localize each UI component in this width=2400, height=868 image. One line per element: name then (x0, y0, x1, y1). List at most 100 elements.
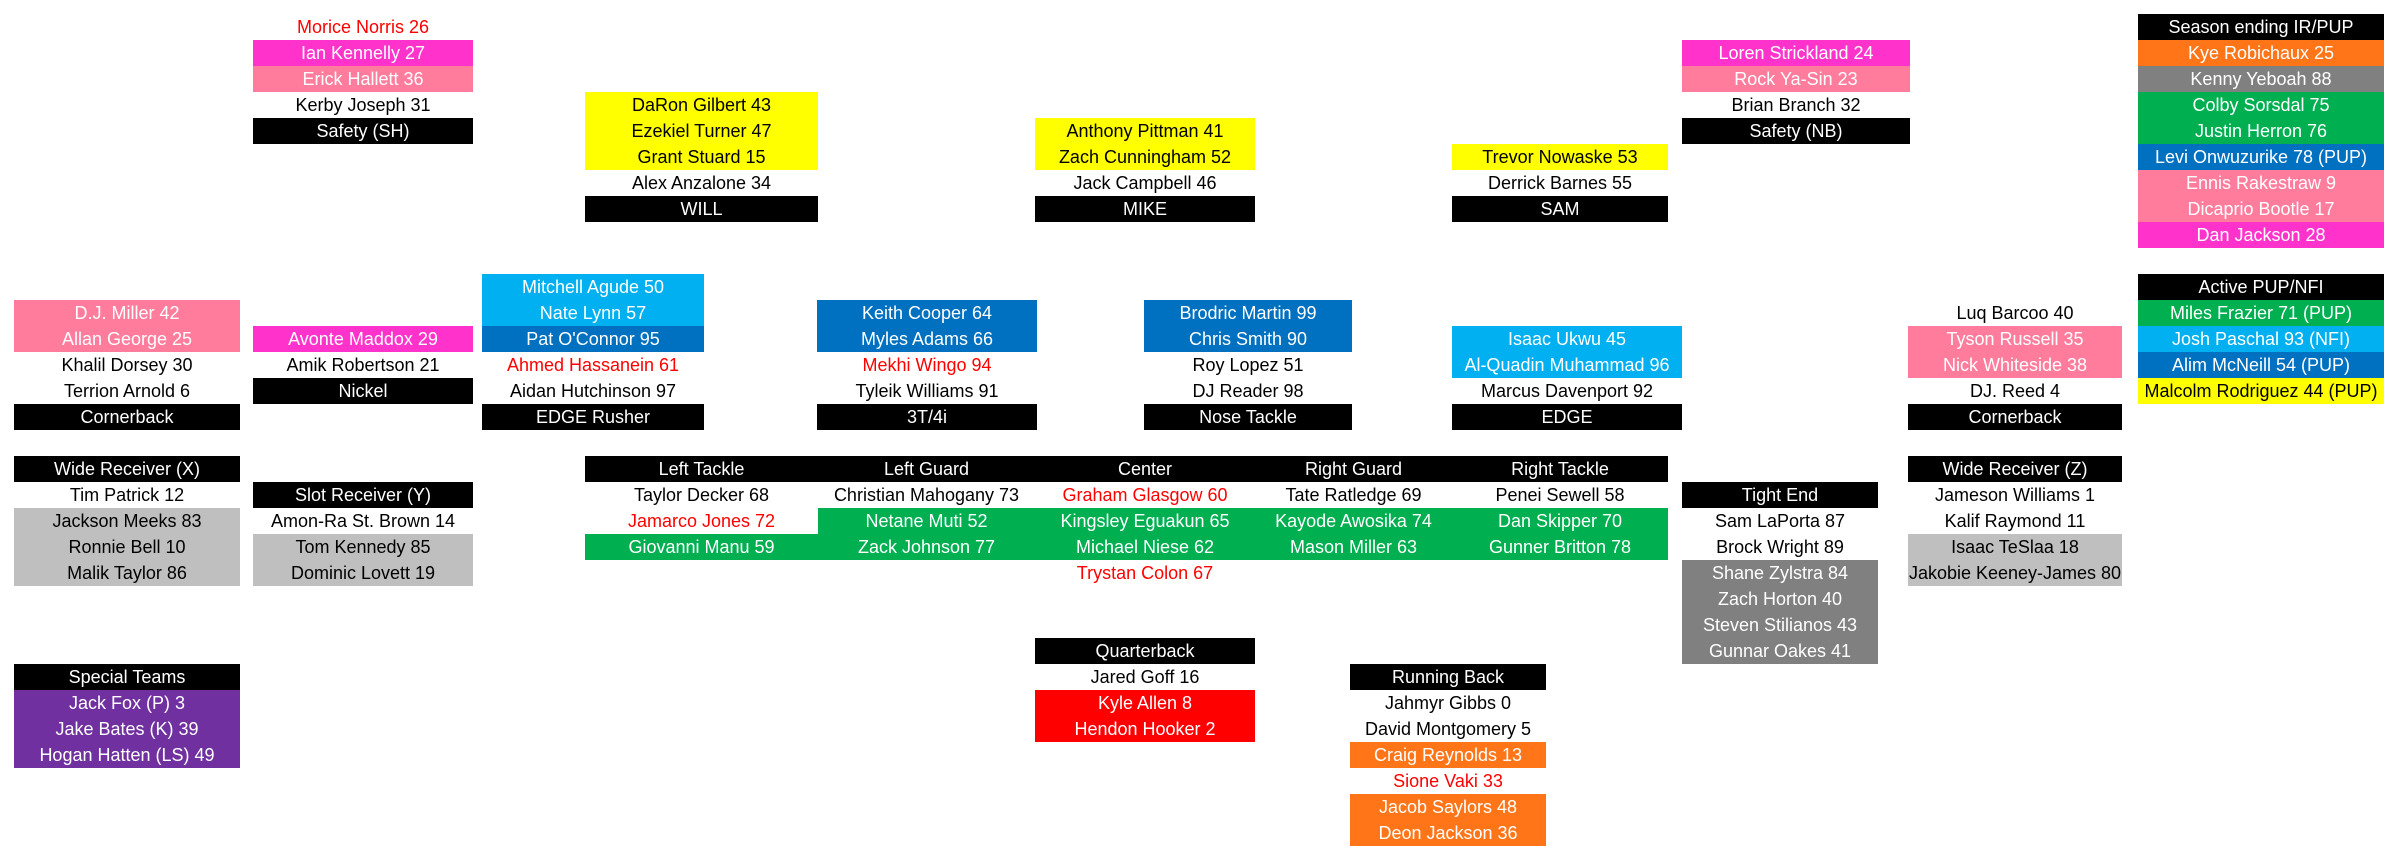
player-entry: Alim McNeill 54 (PUP) (2138, 352, 2384, 378)
player-entry: Craig Reynolds 13 (1350, 742, 1546, 768)
player-entry: Justin Herron 76 (2138, 118, 2384, 144)
position-header: Tight End (1682, 482, 1878, 508)
player-entry: Kenny Yeboah 88 (2138, 66, 2384, 92)
position-header: Right Guard (1255, 456, 1452, 482)
player-entry: Al-Quadin Muhammad 96 (1452, 352, 1682, 378)
player-entry: Kalif Raymond 11 (1944, 511, 2086, 531)
player-entry: Rock Ya-Sin 23 (1682, 66, 1910, 92)
player-entry: Isaac Ukwu 45 (1452, 326, 1682, 352)
player-entry: Josh Paschal 93 (NFI) (2138, 326, 2384, 352)
position-header: Left Tackle (585, 456, 818, 482)
player-entry: Kye Robichaux 25 (2138, 40, 2384, 66)
position-header: SAM (1452, 196, 1668, 222)
player-entry: Isaac TeSlaa 18 (1908, 534, 2122, 560)
player-entry: Alex Anzalone 34 (631, 173, 772, 193)
position-header: WILL (585, 196, 818, 222)
player-entry: Ian Kennelly 27 (253, 40, 473, 66)
player-entry: Tom Kennedy 85 (253, 534, 473, 560)
position-header: EDGE Rusher (482, 404, 704, 430)
player-entry: Jamarco Jones 72 (627, 511, 776, 531)
player-entry: Dan Jackson 28 (2138, 222, 2384, 248)
player-entry: Kyle Allen 8 (1035, 690, 1255, 716)
player-entry: Morice Norris 26 (296, 17, 430, 37)
player-entry: Gunner Britton 78 (1452, 534, 1668, 560)
player-entry: Loren Strickland 24 (1682, 40, 1910, 66)
player-entry: Myles Adams 66 (817, 326, 1037, 352)
player-entry: Gunnar Oakes 41 (1682, 638, 1878, 664)
player-entry: Marcus Davenport 92 (1480, 381, 1654, 401)
player-entry: Mekhi Wingo 94 (862, 355, 992, 375)
position-header: Cornerback (14, 404, 240, 430)
player-entry: Penei Sewell 58 (1495, 485, 1625, 505)
player-entry: Trystan Colon 67 (1076, 563, 1214, 583)
position-header: Running Back (1350, 664, 1546, 690)
player-entry: Levi Onwuzurike 78 (PUP) (2138, 144, 2384, 170)
player-entry: Tyleik Williams 91 (855, 381, 999, 401)
player-entry: Brock Wright 89 (1716, 537, 1844, 557)
player-entry: Brian Branch 32 (1731, 95, 1861, 115)
player-entry: Malcolm Rodriguez 44 (PUP) (2138, 378, 2384, 404)
player-entry: Jahmyr Gibbs 0 (1384, 693, 1512, 713)
player-entry: DaRon Gilbert 43 (585, 92, 818, 118)
player-entry: Dominic Lovett 19 (253, 560, 473, 586)
position-header: Active PUP/NFI (2138, 274, 2384, 300)
player-entry: Ennis Rakestraw 9 (2138, 170, 2384, 196)
position-header: Slot Receiver (Y) (253, 482, 473, 508)
position-header: Nickel (253, 378, 473, 404)
position-header: Wide Receiver (X) (14, 456, 240, 482)
player-entry: Trevor Nowaske 53 (1452, 144, 1668, 170)
player-entry: Colby Sorsdal 75 (2138, 92, 2384, 118)
player-entry: DJ Reader 98 (1192, 381, 1304, 401)
player-entry: Malik Taylor 86 (14, 560, 240, 586)
player-entry: Anthony Pittman 41 (1035, 118, 1255, 144)
player-entry: Sione Vaki 33 (1393, 771, 1503, 791)
player-entry: Erick Hallett 36 (253, 66, 473, 92)
position-header: Cornerback (1908, 404, 2122, 430)
player-entry: Jake Bates (K) 39 (14, 716, 240, 742)
player-entry: Tyson Russell 35 (1908, 326, 2122, 352)
player-entry: Zach Cunningham 52 (1035, 144, 1255, 170)
player-entry: Roy Lopez 51 (1192, 355, 1304, 375)
position-header: Season ending IR/PUP (2138, 14, 2384, 40)
player-entry: Aidan Hutchinson 97 (509, 381, 677, 401)
player-entry: Nate Lynn 57 (482, 300, 704, 326)
position-header: Safety (SH) (253, 118, 473, 144)
player-entry: Ronnie Bell 10 (14, 534, 240, 560)
player-entry: D.J. Miller 42 (14, 300, 240, 326)
position-header: Left Guard (818, 456, 1035, 482)
player-entry: Hendon Hooker 2 (1035, 716, 1255, 742)
player-entry: Kingsley Eguakun 65 (1035, 508, 1255, 534)
player-entry: Kerby Joseph 31 (295, 95, 431, 115)
player-entry: Luq Barcoo 40 (1956, 303, 2074, 323)
player-entry: Hogan Hatten (LS) 49 (14, 742, 240, 768)
position-header: EDGE (1452, 404, 1682, 430)
player-entry: Zack Johnson 77 (818, 534, 1035, 560)
player-entry: Shane Zylstra 84 (1682, 560, 1878, 586)
position-header: Wide Receiver (Z) (1908, 456, 2122, 482)
position-header: Special Teams (14, 664, 240, 690)
player-entry: Pat O'Connor 95 (482, 326, 704, 352)
player-entry: Christian Mahogany 73 (833, 485, 1020, 505)
position-header: Nose Tackle (1144, 404, 1352, 430)
player-entry: Dan Skipper 70 (1452, 508, 1668, 534)
player-entry: DJ. Reed 4 (1969, 381, 2061, 401)
player-entry: Terrion Arnold 6 (63, 381, 191, 401)
player-entry: Deon Jackson 36 (1350, 820, 1546, 846)
player-entry: Jackson Meeks 83 (14, 508, 240, 534)
